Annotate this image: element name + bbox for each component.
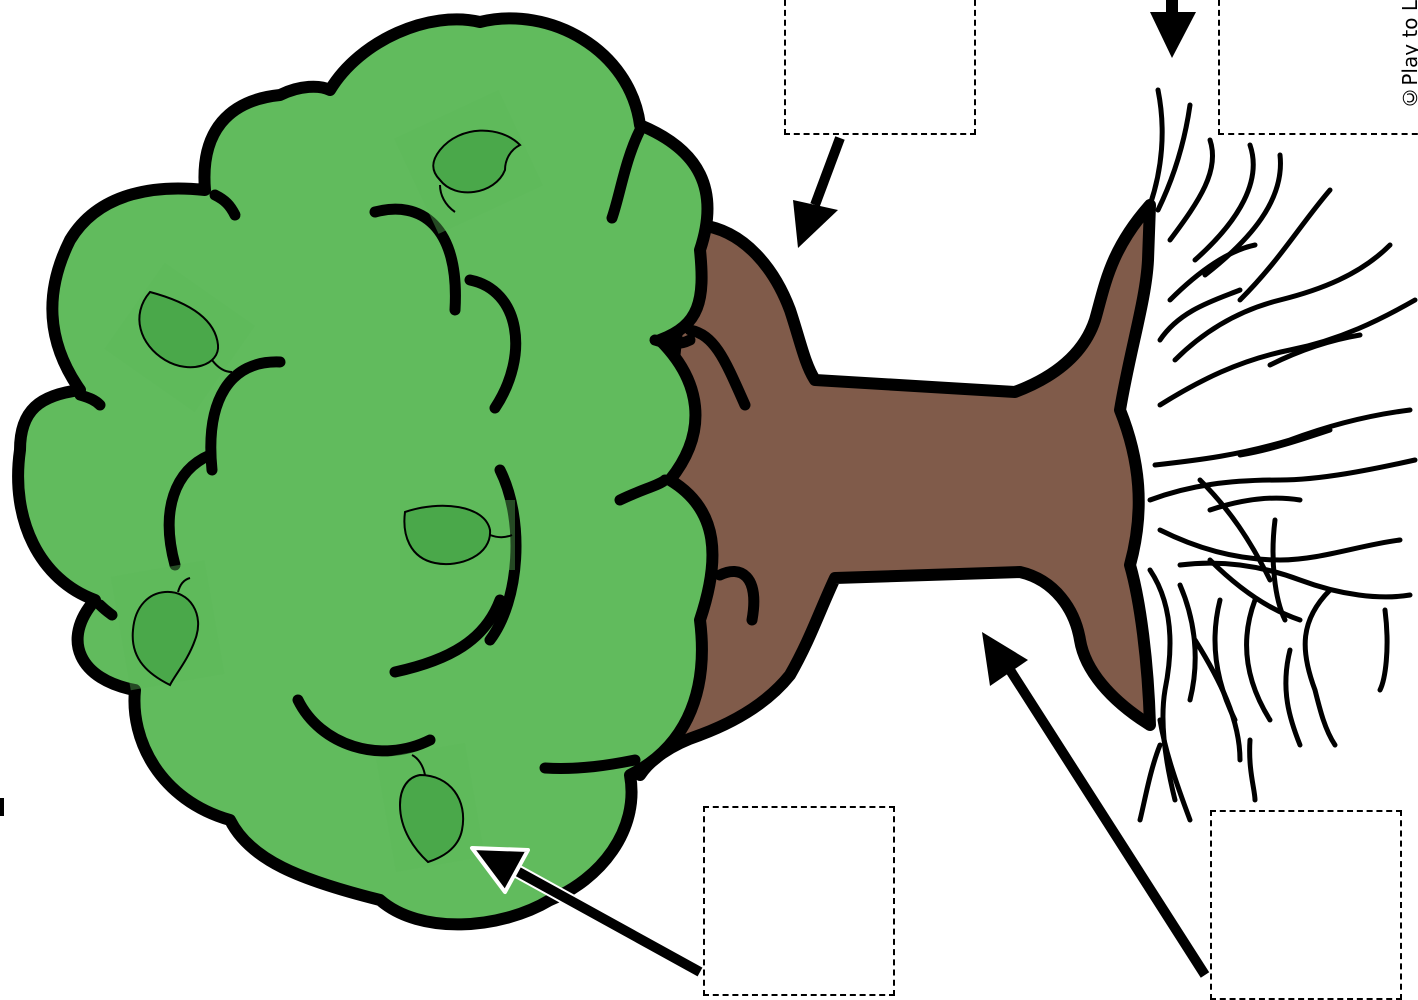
label-box-trunk[interactable] [1210, 810, 1402, 1000]
arrow-icon [1150, 0, 1196, 58]
tree-roots [1140, 90, 1415, 820]
label-box-leaf[interactable] [703, 806, 895, 996]
label-box-branch[interactable] [784, 0, 976, 135]
tree-foliage [18, 18, 712, 924]
arrow-icon [793, 138, 840, 248]
label-box-roots[interactable] [1218, 0, 1418, 135]
leaf-icon [400, 500, 515, 570]
tree-trunk [640, 205, 1150, 775]
copyright-text: ©Play to L [1398, 0, 1418, 110]
copyright-text-container: ©Play to L [1395, 0, 1418, 135]
leaf-icon [111, 561, 225, 691]
edge-mark [0, 798, 4, 816]
